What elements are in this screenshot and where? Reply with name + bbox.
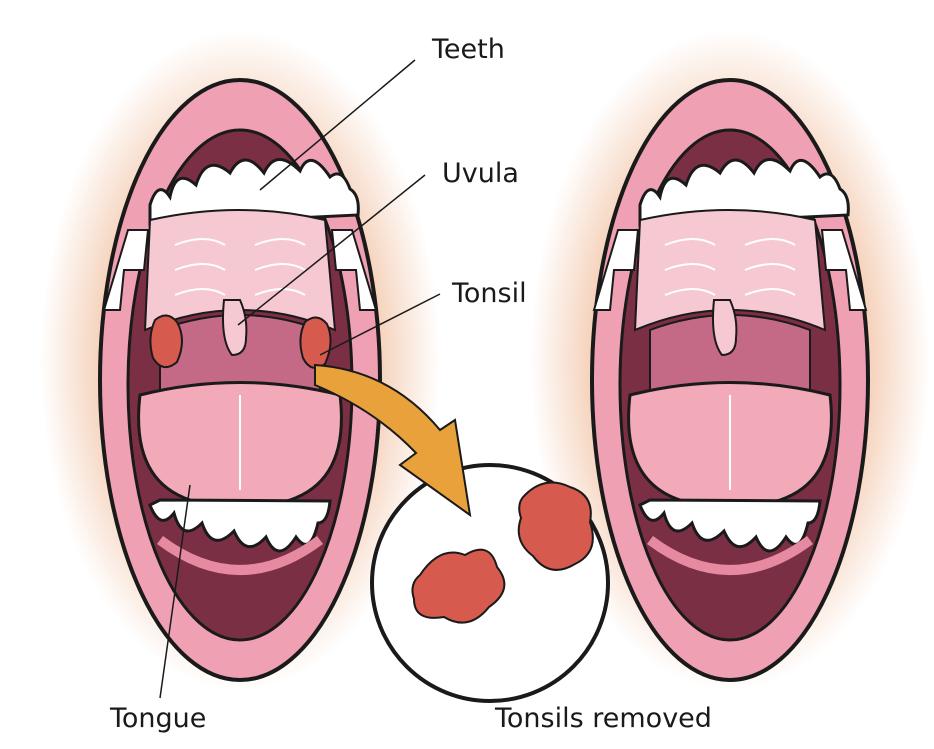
removed-tonsils-inset <box>372 465 608 701</box>
tonsil-left-b <box>300 317 330 367</box>
label-uvula: Uvula <box>442 160 519 187</box>
uvula-right <box>713 300 736 355</box>
label-teeth: Teeth <box>432 36 505 63</box>
label-tonsils-removed: Tonsils removed <box>495 705 712 732</box>
tonsil-left-a <box>150 315 182 367</box>
uvula-left <box>223 300 246 355</box>
label-tongue: Tongue <box>110 705 206 732</box>
label-tonsil: Tonsil <box>452 280 527 307</box>
